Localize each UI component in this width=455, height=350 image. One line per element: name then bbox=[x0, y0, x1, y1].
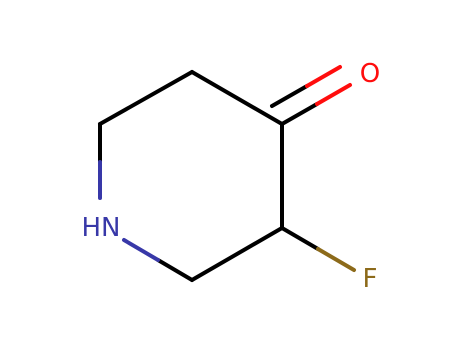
fluorine-label: F bbox=[363, 264, 378, 294]
oxygen-label: O bbox=[360, 59, 380, 89]
bond-c4-o-red-2 bbox=[305, 65, 342, 88]
bond-c4-o-red-1 bbox=[315, 83, 352, 106]
bond-c5-f-black bbox=[280, 226, 320, 251]
nitrogen-label: HN bbox=[82, 213, 121, 243]
bond-c2-c3 bbox=[98, 70, 194, 126]
bond-c3-c4 bbox=[190, 70, 284, 126]
bond-c4-o-black-2 bbox=[270, 84, 309, 108]
bond-c5-c6 bbox=[190, 226, 284, 282]
bond-c6-n-black bbox=[156, 258, 194, 282]
bonds bbox=[98, 65, 356, 282]
bond-c6-n-blue bbox=[122, 238, 160, 262]
bond-c5-f-gold bbox=[316, 247, 356, 272]
bond-c4-o-black-1 bbox=[280, 102, 319, 126]
atom-labels: O HN F bbox=[82, 59, 381, 294]
